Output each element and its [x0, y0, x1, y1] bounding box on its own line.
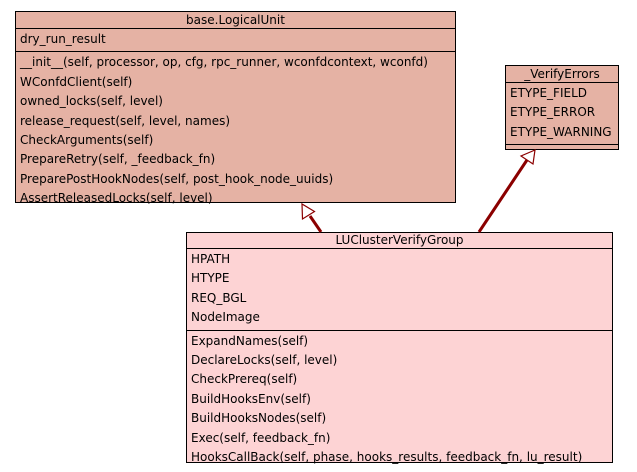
method-item: PrepareRetry(self, _feedback_fn): [20, 152, 216, 167]
method-item: BuildHooksEnv(self): [191, 391, 311, 406]
attribute-item: NodeImage: [191, 310, 260, 325]
attributes-section: HPATH HTYPE REQ_BGL NodeImage: [187, 249, 612, 331]
method-item: __init__(self, processor, op, cfg, rpc_r…: [20, 55, 428, 70]
method-item: WConfdClient(self): [20, 74, 133, 89]
method-item: DeclareLocks(self, level): [191, 352, 338, 367]
method-item: HooksCallBack(self, phase, hooks_results…: [191, 449, 583, 464]
class-title: LUClusterVerifyGroup: [187, 233, 612, 249]
inheritance-line-verify: [477, 159, 529, 233]
attribute-item: ETYPE_FIELD: [510, 86, 588, 100]
attribute-item: HTYPE: [191, 271, 230, 286]
attribute-item: ETYPE_WARNING: [510, 124, 612, 139]
attributes-section: ETYPE_FIELD ETYPE_ERROR ETYPE_WARNING: [506, 83, 618, 146]
base-logicalunit-class: base.LogicalUnit dry_run_result __init__…: [15, 11, 456, 205]
method-item: ExpandNames(self): [191, 333, 309, 348]
attribute-item: ETYPE_ERROR: [510, 105, 596, 120]
method-item: owned_locks(self, level): [20, 94, 163, 109]
luclusterverifygroup-class: LUClusterVerifyGroup HPATH HTYPE REQ_BGL…: [186, 232, 613, 464]
method-item: Exec(self, feedback_fn): [191, 430, 331, 445]
methods-section: [506, 145, 618, 152]
methods-section: __init__(self, processor, op, cfg, rpc_r…: [16, 52, 455, 210]
method-item: CheckPrereq(self): [191, 372, 298, 387]
class-title: _VerifyErrors: [506, 66, 618, 83]
attribute-item: dry_run_result: [20, 32, 106, 46]
methods-section: ExpandNames(self) DeclareLocks(self, lev…: [187, 331, 612, 470]
method-item: AssertReleasedLocks(self, level): [20, 191, 213, 206]
method-item: BuildHooksNodes(self): [191, 411, 327, 426]
class-title: base.LogicalUnit: [16, 12, 455, 29]
inheritance-line-base: [308, 215, 323, 233]
method-item: release_request(self, level, names): [20, 113, 231, 128]
attribute-item: HPATH: [191, 252, 231, 266]
attribute-item: REQ_BGL: [191, 290, 247, 305]
method-item: CheckArguments(self): [20, 132, 154, 147]
method-item: PreparePostHookNodes(self, post_hook_nod…: [20, 171, 334, 186]
attributes-section: dry_run_result: [16, 29, 455, 53]
verify-errors-class: _VerifyErrors ETYPE_FIELD ETYPE_ERROR ET…: [505, 65, 619, 150]
